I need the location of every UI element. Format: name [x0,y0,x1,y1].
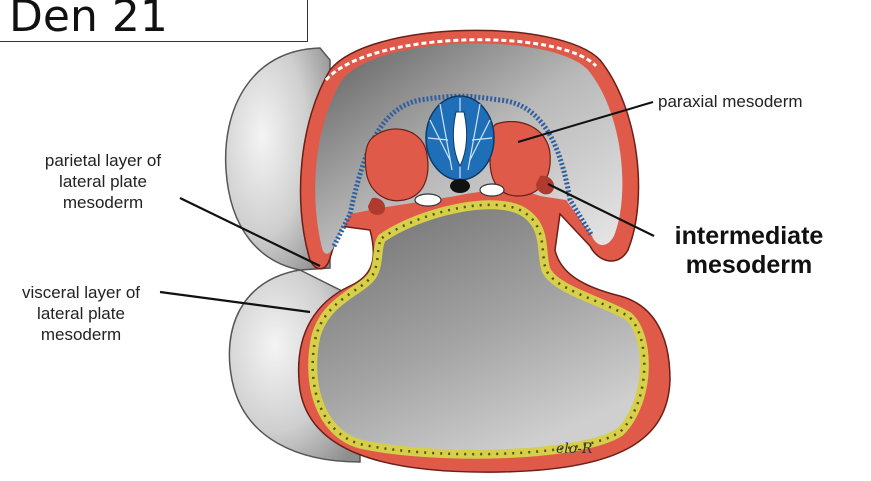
label-parietal-line-2: lateral plate [28,171,178,192]
dorsal-aorta-right [480,184,504,196]
artist-signature: elo-R [556,441,592,457]
label-parietal-line-3: mesoderm [28,192,178,213]
label-intermediate-line-1: intermediate [656,222,842,251]
notochord [450,179,470,193]
dorsal-aorta-left [415,194,441,206]
slide-title: Den 21 [9,0,168,39]
label-visceral-layer: visceral layer of lateral plate mesoderm [6,282,156,345]
slide-title-box: Den 21 [0,0,308,42]
label-paraxial-mesoderm: paraxial mesoderm [658,91,803,112]
label-visceral-line-1: visceral layer of [6,282,156,303]
label-visceral-line-2: lateral plate [6,303,156,324]
paraxial-mesoderm-left [365,129,428,201]
label-parietal-line-1: parietal layer of [28,150,178,171]
label-intermediate-mesoderm: intermediate mesoderm [656,222,842,280]
label-intermediate-line-2: mesoderm [656,251,842,280]
label-parietal-layer: parietal layer of lateral plate mesoderm [28,150,178,213]
label-visceral-line-3: mesoderm [6,324,156,345]
